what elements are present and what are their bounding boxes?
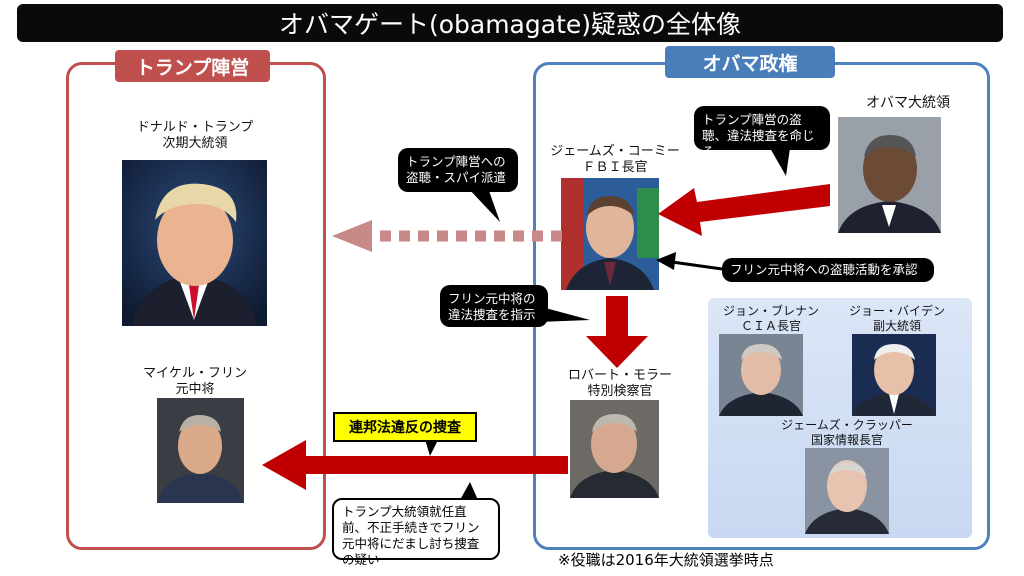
trump-camp-label: トランプ陣営 (115, 50, 270, 82)
trump-role: 次期大統領 (162, 136, 228, 151)
mueller-caption: ロバート・モラー 特別検察官 (560, 368, 680, 400)
footnote: ※役職は2016年大統領選挙時点 (558, 551, 774, 569)
obama-order-callout: トランプ陣営の盗聴、違法捜査を命じる (694, 106, 830, 159)
page-title: オバマゲート(obamagate)疑惑の全体像 (17, 4, 1003, 42)
mueller-role: 特別検察官 (587, 384, 653, 399)
comey-caption: ジェームズ・コーミー ＦＢＩ長官 (545, 144, 685, 176)
comey-photo (561, 178, 659, 290)
approve-callout: フリン元中将への盗聴活動を承認 (722, 258, 934, 282)
trump-name: ドナルド・トランプ (136, 120, 254, 135)
biden-caption: ジョー・バイデン 副大統領 (838, 304, 956, 334)
obama-admin-label: オバマ政権 (665, 46, 835, 78)
brennan-photo (719, 334, 803, 416)
spy-callout-tail (468, 188, 500, 222)
spy-arrow (332, 220, 562, 252)
obama-name: オバマ大統領 (866, 95, 950, 111)
suspicion-callout-tail (460, 482, 478, 500)
federal-arrow (262, 440, 568, 490)
trump-photo (122, 160, 267, 326)
biden-name: ジョー・バイデン (848, 304, 945, 318)
flynn-role: 元中将 (175, 382, 215, 397)
brennan-caption: ジョン・ブレナン ＣＩＡ長官 (715, 304, 827, 334)
instruct-callout-tail (538, 306, 590, 322)
clapper-name: ジェームズ・クラッパー (781, 418, 913, 432)
trump-caption: ドナルド・トランプ 次期大統領 (120, 120, 270, 152)
flynn-name: マイケル・フリン (142, 366, 247, 381)
flynn-caption: マイケル・フリン 元中将 (120, 366, 270, 398)
clapper-photo (805, 448, 889, 534)
obama-photo (838, 117, 941, 233)
flynn-photo (157, 398, 244, 503)
biden-photo (852, 334, 936, 416)
federal-investigation-label: 連邦法違反の捜査 (333, 412, 477, 442)
instruct-arrow (586, 296, 648, 368)
approve-arrow (656, 252, 723, 271)
suspicion-callout: トランプ大統領就任直前、不正手続きでフリン元中将にだまし討ち捜査の疑い (332, 498, 500, 567)
brennan-name: ジョン・ブレナン (722, 304, 819, 318)
mueller-photo (570, 400, 659, 498)
biden-role: 副大統領 (872, 319, 921, 333)
comey-name: ジェームズ・コーミー (550, 144, 680, 159)
obama-order-callout-tail (770, 148, 790, 176)
instruct-callout: フリン元中将の違法捜査を指示 (440, 285, 548, 327)
clapper-caption: ジェームズ・クラッパー 国家情報長官 (773, 418, 921, 448)
brennan-role: ＣＩＡ長官 (740, 319, 801, 333)
clapper-role: 国家情報長官 (810, 433, 883, 447)
spy-callout: トランプ陣営への盗聴・スパイ派遣 (398, 148, 518, 192)
mueller-name: ロバート・モラー (567, 368, 672, 383)
obama-order-arrow (658, 184, 830, 236)
comey-role: ＦＢＩ長官 (582, 160, 648, 175)
